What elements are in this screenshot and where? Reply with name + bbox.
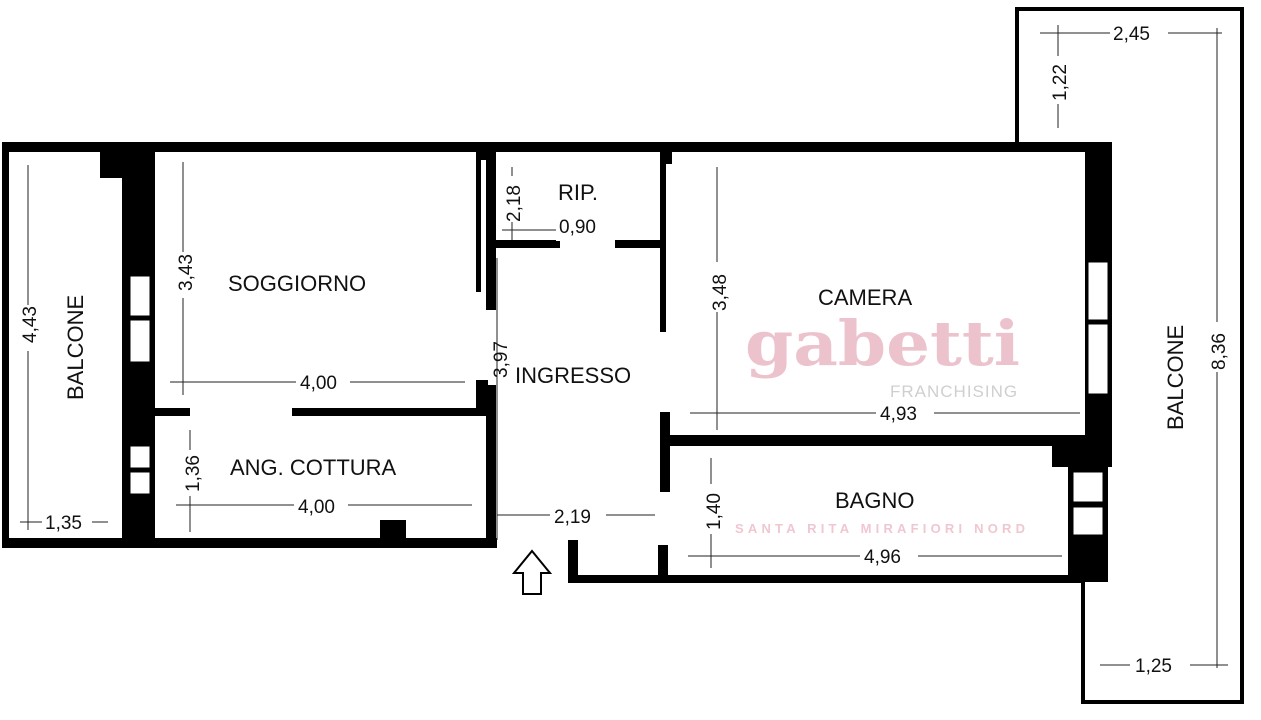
dim-ingresso-width: 2,19 bbox=[554, 507, 591, 528]
dim-balcone-left-height: 4,43 bbox=[20, 306, 41, 343]
room-ripostiglio: RIP. bbox=[558, 180, 598, 205]
dim-balcone-right-top-height: 1,22 bbox=[1050, 64, 1071, 101]
dim-camera-height: 3,48 bbox=[710, 274, 731, 311]
dim-cottura-width: 4,00 bbox=[298, 497, 335, 518]
dim-rip-height: 2,18 bbox=[504, 185, 525, 222]
watermark-sub: FRANCHISING bbox=[890, 382, 1018, 401]
room-labels: BALCONE SOGGIORNO ANG. COTTURA RIP. INGR… bbox=[63, 180, 1188, 513]
watermark-agency: SANTA RITA MIRAFIORI NORD bbox=[735, 521, 1025, 536]
dimension-lines bbox=[20, 25, 1228, 668]
room-ang-cottura: ANG. COTTURA bbox=[230, 455, 397, 480]
dim-balcone-right-height: 8,36 bbox=[1209, 333, 1230, 370]
dim-rip-width: 0,90 bbox=[559, 217, 596, 238]
dim-ingresso-height: 3,97 bbox=[491, 341, 512, 378]
room-camera: CAMERA bbox=[818, 285, 912, 310]
dimension-labels: 4,43 1,35 3,43 4,00 1,36 4,00 2,18 0,90 … bbox=[18, 22, 1230, 677]
dim-soggiorno-width: 4,00 bbox=[300, 373, 337, 394]
dim-balcone-left-width: 1,35 bbox=[45, 513, 82, 534]
room-ingresso: INGRESSO bbox=[515, 363, 631, 388]
walls bbox=[2, 7, 1244, 704]
room-soggiorno: SOGGIORNO bbox=[228, 271, 366, 296]
dim-bagno-height: 1,40 bbox=[704, 493, 725, 530]
dim-cottura-height: 1,36 bbox=[183, 455, 204, 492]
dim-camera-width: 4,93 bbox=[880, 404, 917, 425]
watermark-brand: gabetti bbox=[745, 307, 1020, 380]
dim-balcone-right-top-width: 2,45 bbox=[1113, 24, 1150, 45]
room-bagno: BAGNO bbox=[835, 488, 914, 513]
up-arrow-icon bbox=[511, 549, 553, 595]
room-balcone-left: BALCONE bbox=[63, 295, 88, 400]
dim-balcone-right-bottom-width: 1,25 bbox=[1135, 656, 1172, 677]
dim-soggiorno-height: 3,43 bbox=[176, 254, 197, 291]
room-balcone-right: BALCONE bbox=[1163, 325, 1188, 430]
dim-bagno-width: 4,96 bbox=[864, 547, 901, 568]
